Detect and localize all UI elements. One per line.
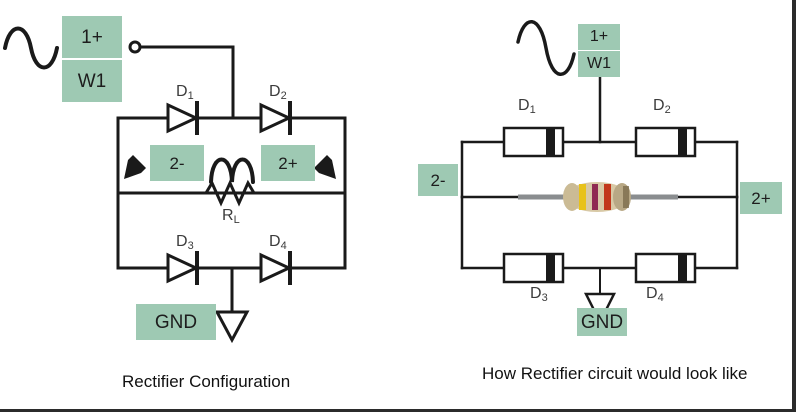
left-diagram-panel: 1+ W1 2- 2+ GND D1 D2 D3 D4 RL Rectifier: [3, 16, 347, 391]
left-diode-d2-label: D2: [269, 83, 287, 102]
left-diode-d1-letter: D: [176, 83, 188, 100]
left-terminal-negative-label: 2-: [169, 153, 185, 173]
right-diode-d3-letter: D: [530, 285, 542, 302]
figure-right-border: [792, 0, 796, 412]
left-diode-d4-index: 4: [280, 240, 287, 252]
source-lead-wire: [139, 45, 235, 120]
ground-triangle-icon: [214, 310, 250, 344]
figure-bottom-border: [0, 409, 796, 412]
left-ground-chip: GND: [136, 304, 216, 340]
right-diode-d3-index: 3: [541, 292, 548, 304]
arrow-down-left-icon: [124, 155, 146, 179]
right-circuit-schematic: [460, 20, 739, 325]
diode-d4-triangle-icon: [259, 252, 293, 284]
diode-d3-triangle-icon: [166, 252, 200, 284]
diode-d3-package-icon: [502, 252, 565, 284]
left-diode-d1-index: 1: [187, 90, 194, 102]
current-flow-arc-icon: [209, 157, 255, 184]
right-diode-d2-label: D2: [653, 97, 671, 116]
diode-d1-package-icon: [502, 126, 565, 158]
right-terminal-negative-label: 2-: [430, 170, 446, 190]
right-diagram-panel: 1+ W1 2- 2+ GND D1 D2 D3 D4 How Rectifie…: [400, 0, 796, 412]
left-diode-d2-letter: D: [269, 83, 281, 100]
right-source-terminal-chip: 1+: [578, 24, 620, 50]
left-diode-d4-label: D4: [269, 233, 287, 252]
open-circle-terminal-icon: [128, 40, 142, 54]
left-diode-d1-label: D1: [176, 83, 194, 102]
right-diode-d3-label: D3: [530, 285, 548, 304]
left-source-terminal-label: 1+: [81, 26, 103, 48]
resistor-band-3: [604, 184, 611, 210]
right-diagram-caption: How Rectifier circuit would look like: [482, 364, 748, 383]
left-terminal-positive-label: 2+: [278, 153, 298, 173]
diode-d2-package-icon: [634, 126, 697, 158]
arrow-down-right-icon: [314, 155, 336, 179]
left-terminal-negative-chip: 2-: [150, 145, 204, 181]
left-diode-d3-label: D3: [176, 233, 194, 252]
right-source-name-chip: W1: [578, 51, 620, 77]
resistor-band-tolerance: [623, 186, 629, 208]
right-diode-d1-letter: D: [518, 97, 530, 114]
left-source-terminal-chip: 1+: [62, 16, 122, 58]
axial-resistor-photo: [518, 182, 678, 212]
right-terminal-positive-label: 2+: [751, 188, 771, 208]
right-diode-d1-index: 1: [529, 104, 536, 116]
left-diagram-caption: Rectifier Configuration: [122, 372, 291, 391]
resistor-band-2: [592, 184, 598, 210]
left-circuit-schematic: [3, 26, 347, 344]
right-diode-d2-letter: D: [653, 97, 665, 114]
right-source-name-label: W1: [587, 55, 611, 72]
diode-d4-package-icon: [634, 252, 697, 284]
left-diode-d2-index: 2: [280, 90, 287, 102]
left-diode-d3-index: 3: [187, 240, 194, 252]
resistor-body-end-left: [563, 183, 581, 211]
right-diode-d4-label: D4: [646, 285, 664, 304]
sine-wave-icon: [3, 26, 59, 70]
right-terminal-positive-chip: 2+: [740, 182, 782, 214]
left-load-label: RL: [222, 207, 240, 226]
left-diode-d3-letter: D: [176, 233, 188, 250]
resistor-lead-right: [618, 194, 678, 200]
resistor-band-1: [579, 184, 586, 210]
left-terminal-positive-chip: 2+: [261, 145, 315, 181]
right-diode-d2-index: 2: [664, 104, 671, 116]
left-source-name-chip: W1: [62, 60, 122, 102]
right-ground-label: GND: [580, 311, 624, 333]
right-diode-d1-label: D1: [518, 97, 536, 116]
left-load-index: L: [233, 214, 240, 226]
right-source-terminal-label: 1+: [589, 28, 609, 45]
left-ground-label: GND: [154, 311, 198, 333]
left-source-name-label: W1: [77, 70, 107, 92]
resistor-lead-left: [518, 194, 576, 200]
diode-d1-triangle-icon: [166, 102, 200, 134]
left-diode-d4-letter: D: [269, 233, 281, 250]
right-terminal-negative-chip: 2-: [418, 164, 458, 196]
right-diode-d4-index: 4: [657, 292, 664, 304]
sine-wave-icon: [516, 20, 576, 76]
load-resistor-icon: [204, 179, 256, 207]
diode-d2-triangle-icon: [259, 102, 293, 134]
right-diode-d4-letter: D: [646, 285, 658, 302]
left-load-letter: R: [222, 207, 234, 224]
right-ground-chip: GND: [577, 308, 627, 336]
